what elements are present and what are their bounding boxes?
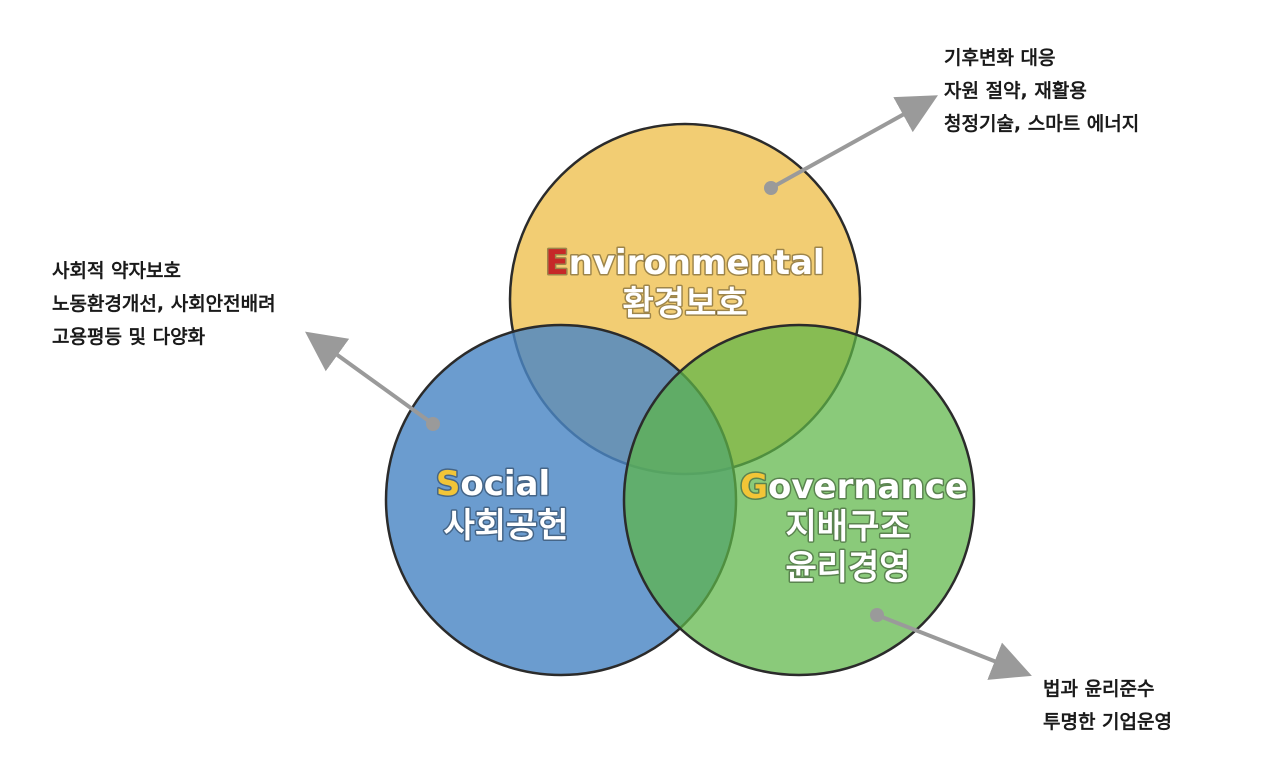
governance-initial: G	[740, 467, 768, 507]
governance-notes: 법과 윤리준수 투명한 기업운영	[1043, 673, 1172, 739]
environmental-title: Environmental	[545, 243, 824, 283]
social-initial: S	[436, 464, 461, 504]
environmental-korean: 환경보호	[622, 284, 747, 324]
governance-circle	[622, 323, 976, 677]
governance-rest: overnance	[768, 467, 968, 507]
governance-arrow	[870, 608, 1032, 680]
social-note: 노동환경개선, 사회안전배려	[52, 293, 276, 315]
environmental-arrow	[764, 95, 938, 195]
social-korean: 사회공헌	[443, 506, 568, 546]
governance-korean-2: 윤리경영	[785, 548, 910, 588]
social-title: Social	[436, 464, 550, 504]
governance-note: 투명한 기업운영	[1043, 711, 1172, 733]
environmental-notes: 기후변화 대응 자원 절약, 재활용 청정기술, 스마트 에너지	[944, 42, 1139, 141]
social-arrow	[305, 331, 440, 431]
governance-note: 법과 윤리준수	[1043, 678, 1155, 700]
environmental-note: 기후변화 대응	[944, 47, 1056, 69]
social-rest: ocial	[460, 464, 550, 504]
environmental-rest: nvironmental	[569, 243, 825, 283]
social-note: 고용평등 및 다양화	[52, 326, 206, 348]
environmental-note: 자원 절약, 재활용	[944, 80, 1087, 102]
environmental-initial: E	[545, 243, 568, 283]
environmental-note: 청정기술, 스마트 에너지	[944, 113, 1140, 135]
governance-title: Governance	[740, 467, 968, 507]
social-note: 사회적 약자보호	[52, 260, 181, 282]
governance-korean-1: 지배구조	[785, 507, 910, 547]
social-notes: 사회적 약자보호 노동환경개선, 사회안전배려 고용평등 및 다양화	[52, 255, 276, 354]
